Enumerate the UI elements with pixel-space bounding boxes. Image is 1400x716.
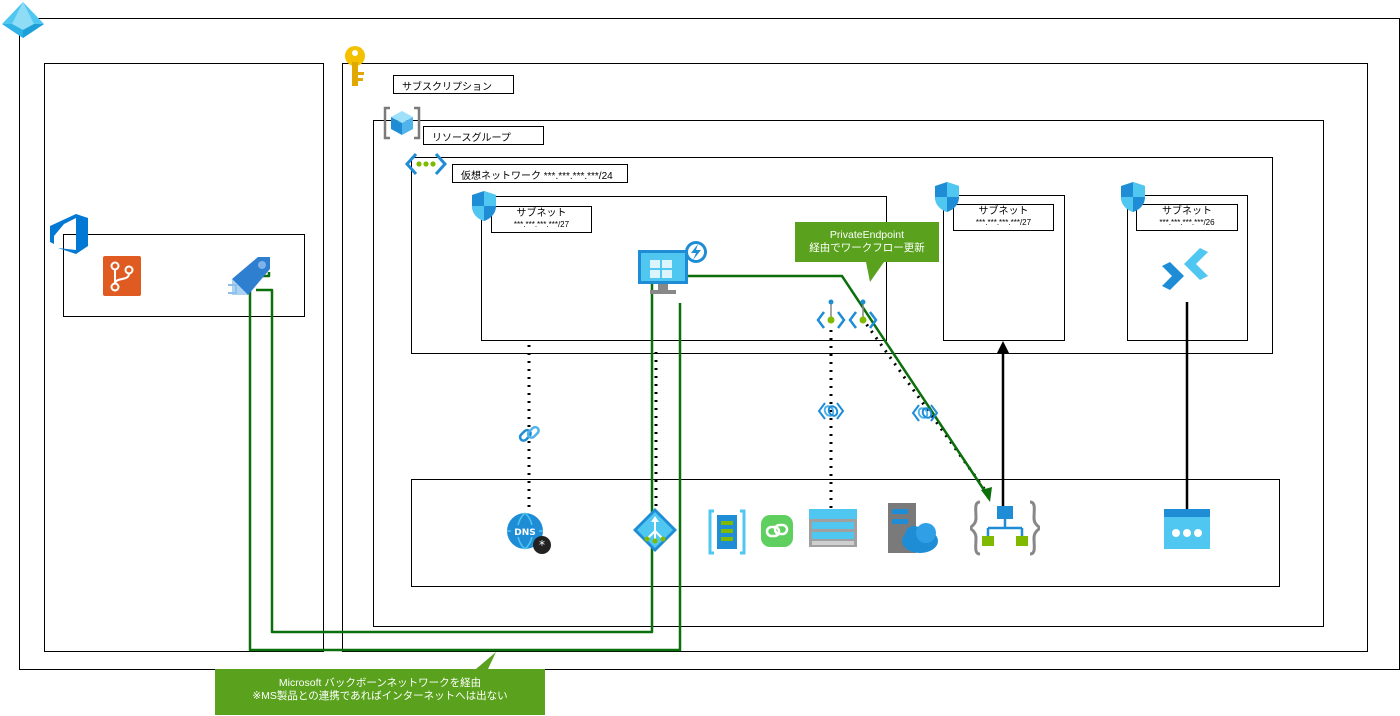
azure-repos-icon (103, 256, 141, 296)
svg-text:DNS: DNS (514, 528, 536, 538)
subnet-label-3: サブネット ***.***.***.***/26 (1136, 204, 1238, 231)
azure-devops-icon (50, 214, 88, 254)
backbone-callout: Microsoft バックボーンネットワークを経由 ※MS製品との連携であればイ… (215, 669, 545, 715)
vnet-boundary (411, 157, 1273, 354)
bastion-icon (1162, 248, 1208, 290)
private-endpoint-icon (848, 299, 878, 329)
subnet-cidr: ***.***.***.***/27 (975, 218, 1032, 227)
network-security-group-icon (935, 182, 959, 212)
azure-pipelines-icon (228, 257, 270, 295)
app-service-plan-icon (888, 503, 938, 553)
resource-group-label: リソースグループ (423, 126, 544, 145)
key-icon (345, 46, 365, 86)
bastion-host-icon (1164, 509, 1210, 549)
subnet-cidr: ***.***.***.***/27 (513, 220, 570, 229)
callout-line: PrivateEndpoint (829, 229, 905, 241)
log-analytics-icon (708, 509, 746, 555)
storage-account-icon (809, 509, 857, 547)
subnet-cidr: ***.***.***.***/26 (1159, 218, 1215, 227)
backbone-route-outer (248, 272, 682, 652)
subnet-title: サブネット (1162, 206, 1212, 217)
arrow-head (997, 341, 1009, 353)
dns-link-icon (518, 425, 540, 442)
network-security-group-icon (472, 191, 496, 221)
callout-pointer-top (866, 262, 884, 282)
vnet-label: 仮想ネットワーク ***.***.***.***/24 (452, 164, 628, 183)
devops-project-box (63, 234, 305, 317)
subnet-title: サブネット (516, 208, 567, 219)
subnet-box-1 (481, 196, 887, 341)
subscription-label: サブスクリプション (393, 75, 514, 94)
callout-pointer-bottom (476, 652, 496, 669)
nat-gateway-icon (633, 508, 677, 552)
private-endpoint-route (652, 274, 990, 497)
resource-group-icon (383, 106, 421, 140)
callout-line: 経由でワークフロー更新 (809, 242, 925, 254)
subnet-title: サブネット (978, 206, 1029, 217)
private-link-icon (911, 404, 939, 422)
virtual-network-icon (404, 152, 448, 176)
subnet-box-2 (943, 195, 1065, 341)
route-arrow-head (981, 487, 992, 502)
services-box (411, 479, 1280, 587)
callout-line: Microsoft バックボーンネットワークを経由 (278, 677, 482, 689)
subnet-label-2: サブネット ***.***.***.***/27 (953, 204, 1054, 231)
private-endpoint-icon (816, 299, 846, 329)
private-dns-zone-icon: DNS * (507, 512, 551, 554)
network-security-group-icon (1121, 182, 1145, 212)
svg-text:*: * (539, 538, 545, 552)
devops-boundary (44, 63, 324, 652)
service-endpoint-icon (761, 515, 793, 547)
subnet-label-1: サブネット ***.***.***.***/27 (491, 206, 592, 233)
private-endpoint-callout: PrivateEndpoint 経由でワークフロー更新 (795, 222, 939, 262)
subscription-boundary (342, 63, 1368, 652)
callout-line: ※MS製品との連携であればインターネットへは出ない (252, 690, 508, 702)
backbone-route-inner (256, 278, 654, 634)
private-link-icon (817, 402, 845, 420)
resource-group-boundary (373, 120, 1324, 627)
logic-app-icon (970, 500, 1040, 556)
azure-ad-icon (2, 2, 44, 38)
virtual-machine-icon (638, 241, 707, 294)
